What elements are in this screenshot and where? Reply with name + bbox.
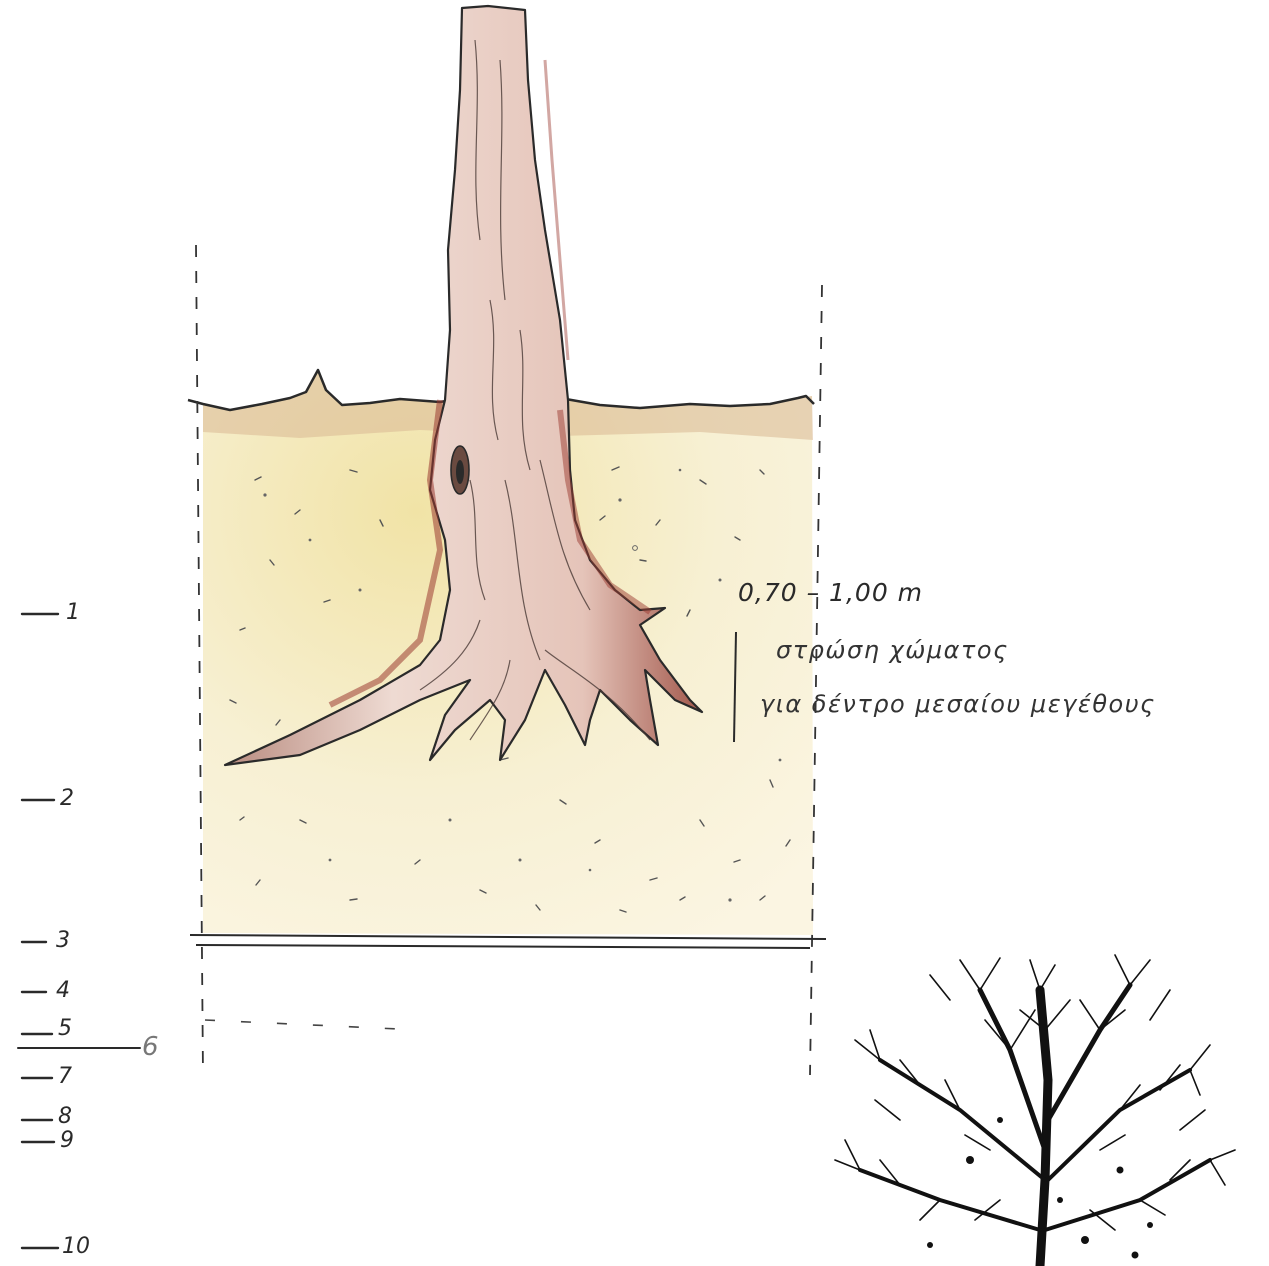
marker-label-8: 8: [58, 1104, 72, 1129]
marker-label-3: 3: [56, 928, 70, 953]
marker-label-10: 10: [62, 1234, 90, 1259]
lower-dash-line: [205, 1020, 420, 1030]
marker-label-4: 4: [56, 978, 70, 1003]
marker-label-7: 7: [58, 1064, 72, 1089]
marker-label-1: 1: [66, 600, 80, 625]
depth-label: 0,70 – 1,00 m: [738, 578, 923, 607]
note-soil-layer: στρώση χώματος: [776, 636, 1009, 664]
marker-label-9: 9: [60, 1128, 74, 1153]
marker-label-6: 6: [142, 1032, 159, 1062]
tree-silhouette: [835, 955, 1235, 1266]
scale-ticks: [18, 614, 140, 1248]
marker-label-5: 5: [58, 1016, 72, 1041]
marker-label-2: 2: [60, 786, 74, 811]
note-tree-size: για δέντρο μεσαίου μεγέθους: [760, 690, 1156, 718]
base-line: [190, 935, 826, 948]
